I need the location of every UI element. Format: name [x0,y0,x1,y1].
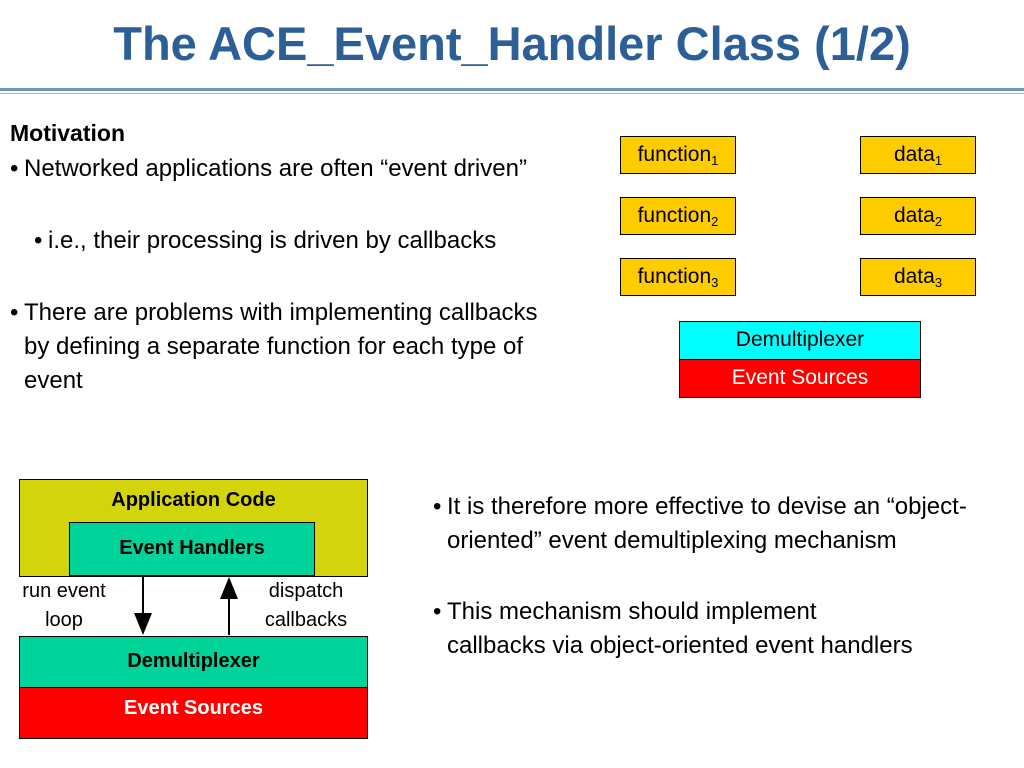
bullet-text: Networked applications are often “event … [24,155,527,182]
data-1-box: data1 [860,136,976,174]
run-event-label: run event [22,580,106,602]
sub-bullet-callbacks: • i.e., their processing is driven by ca… [34,224,504,258]
dispatch-label: dispatch [268,580,344,602]
loop-label: loop [45,609,83,631]
callbacks-label: callbacks [264,609,348,631]
bullet-object-oriented: • It is therefore more effective to devi… [433,490,973,558]
box-subscript: 2 [934,214,943,229]
motivation-heading: Motivation [10,120,125,146]
bullet-dot: • [10,155,19,182]
box-subscript: 1 [934,153,943,168]
flow-arrows [134,577,238,635]
bullet-text: There are problems with implementing cal… [24,299,538,394]
function-1-box: function1 [620,136,736,174]
bullet-dot: • [34,227,43,254]
event-handlers-label: Event Handlers [119,537,265,559]
up-arrow-icon [220,577,238,635]
demultiplexer-box: Demultiplexer [679,321,921,360]
box-subscript: 2 [711,214,719,229]
bullet-mechanism: • This mechanism should implement callba… [433,595,913,663]
title-rule [0,88,1024,91]
box-subscript: 3 [934,275,943,290]
box-subscript: 1 [711,153,719,168]
event-sources-box: Event Sources [679,359,921,398]
box-label: function [637,265,712,288]
function-2-box: function2 [620,197,736,235]
bullet-problems: • There are problems with implementing c… [10,296,550,398]
box-label: data [893,143,935,166]
function-3-box: function3 [620,258,736,296]
box-label: function [637,204,712,227]
down-arrow-icon [134,577,152,635]
bullet-dot: • [433,493,442,520]
bullet-dot: • [10,299,19,326]
box-subscript: 3 [711,275,719,290]
application-code-label: Application Code [111,489,276,511]
bullet-dot: • [433,598,442,625]
slide-title: The ACE_Event_Handler Class (1/2) [113,17,911,70]
data-2-box: data2 [860,197,976,235]
box-label: data [893,204,935,227]
event-sources-layer [19,687,368,739]
layer-diagram: Application Code Event Handlers run even… [19,479,368,739]
event-sources-layer-label: Event Sources [124,697,263,719]
title-rule-thin [0,93,1024,94]
bullet-text: i.e., their processing is driven by call… [48,227,497,254]
bullet-text: This mechanism should implement callback… [447,598,913,659]
demultiplexer-layer-label: Demultiplexer [127,650,260,672]
box-label: function [637,143,712,166]
box-label: data [893,265,935,288]
data-3-box: data3 [860,258,976,296]
bullet-event-driven: • Networked applications are often “even… [10,152,540,186]
event-handlers-box [69,522,315,576]
bullet-text: It is therefore more effective to devise… [447,493,967,554]
